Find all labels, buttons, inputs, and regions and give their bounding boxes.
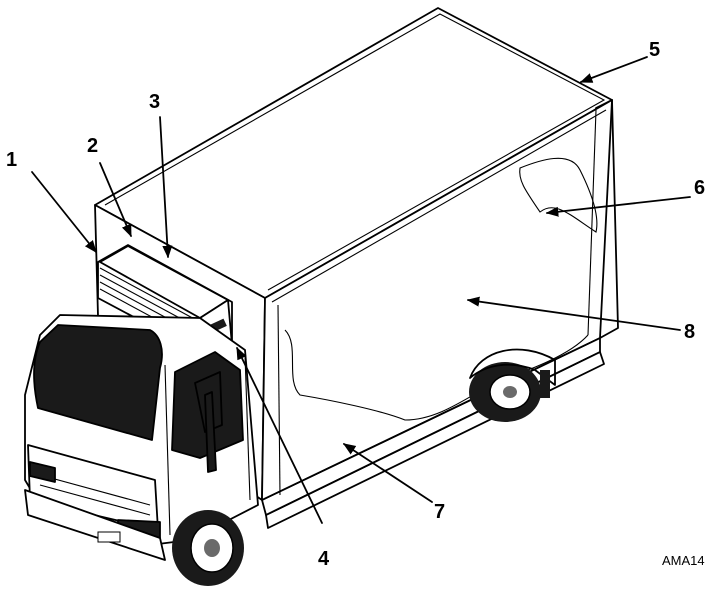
rear-wheel xyxy=(469,348,556,422)
arrow-5 xyxy=(579,56,648,83)
headlight-left xyxy=(29,461,56,483)
callout-5: 5 xyxy=(649,39,660,61)
callout-labels: 1 2 3 4 5 6 7 8 xyxy=(6,39,705,570)
arrow-7 xyxy=(342,443,433,503)
callout-6: 6 xyxy=(694,177,705,199)
truck-cab xyxy=(24,314,259,561)
callout-arrows xyxy=(31,56,691,524)
arrow-2 xyxy=(99,162,132,238)
callout-3: 3 xyxy=(149,91,160,113)
front-wheel xyxy=(172,510,244,586)
arrow-4 xyxy=(236,346,323,524)
arrow-3 xyxy=(159,116,173,259)
figure-id: AMA14 xyxy=(662,553,705,568)
windshield xyxy=(33,324,163,441)
callout-4: 4 xyxy=(318,548,330,570)
callout-2: 2 xyxy=(87,135,98,157)
callout-8: 8 xyxy=(684,321,695,343)
arrow-1 xyxy=(31,171,97,253)
callout-1: 1 xyxy=(6,149,17,171)
arrow-6 xyxy=(545,196,691,217)
insulation-cutaway-rear xyxy=(519,157,598,233)
arrow-8 xyxy=(466,296,681,331)
callout-7: 7 xyxy=(434,501,445,523)
